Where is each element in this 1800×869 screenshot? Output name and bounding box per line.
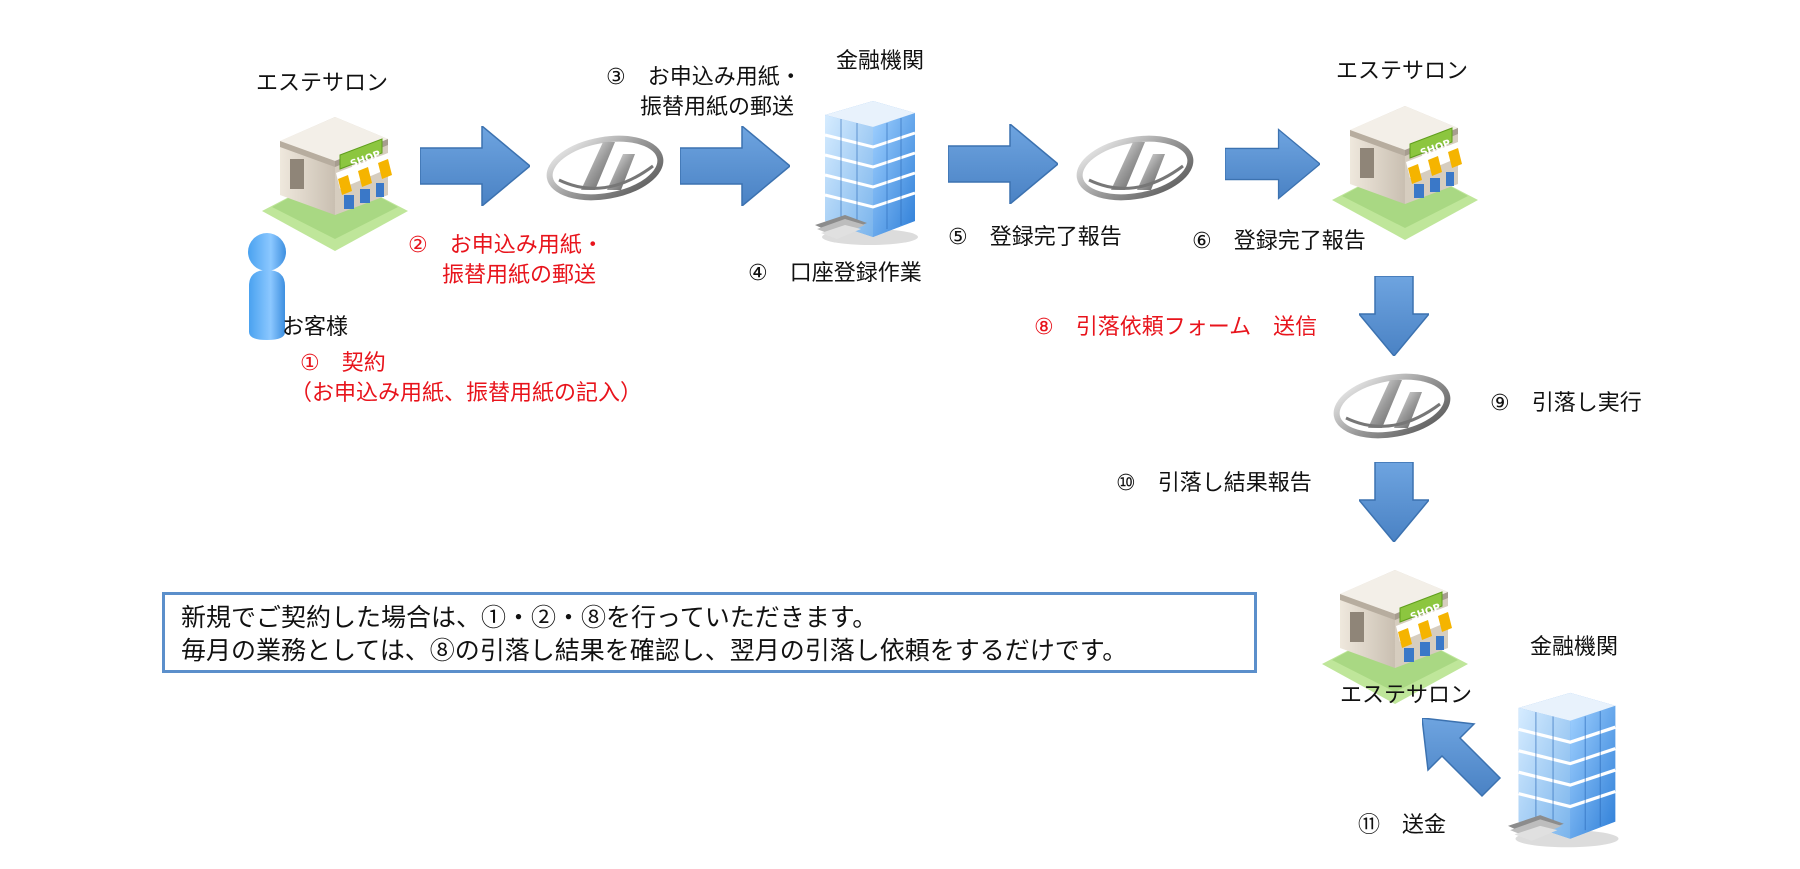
- arrow-down-icon: [1359, 276, 1429, 356]
- step6-label: ⑥ 登録完了報告: [1192, 229, 1366, 254]
- step1-detail-label: （お申込み用紙、振替用紙の記入）: [290, 381, 643, 406]
- step8-label: ⑧ 引落依頼フォーム 送信: [1034, 315, 1318, 340]
- step5-label: ⑤ 登録完了報告: [948, 225, 1122, 250]
- step2-detail-label: 振替用紙の郵送: [442, 263, 597, 288]
- customer-label: お客様: [282, 315, 349, 340]
- arrow-right-icon: [1225, 124, 1320, 204]
- salon-label-3: エステサロン: [1340, 683, 1473, 708]
- note-line-2: 毎月の業務としては、⑧の引落し結果を確認し、翌月の引落し依頼をするだけです。: [181, 636, 1128, 665]
- arrow-down-icon: [1359, 462, 1429, 542]
- step3-detail-label: 振替用紙の郵送: [640, 95, 795, 120]
- agency-logo-icon: [1075, 132, 1195, 204]
- salon-label-1: エステサロン: [256, 71, 389, 96]
- step10-label: ⑩ 引落し結果報告: [1116, 471, 1312, 496]
- bank-label-2: 金融機関: [1530, 635, 1619, 660]
- step2-label: ② お申込み用紙・: [408, 233, 604, 258]
- step4-label: ④ 口座登録作業: [748, 261, 922, 286]
- bank-label-1: 金融機関: [836, 49, 925, 74]
- salon-label-2: エステサロン: [1336, 59, 1469, 84]
- step9-label: ⑨ 引落し実行: [1490, 391, 1642, 416]
- step11-label: ⑪ 送金: [1358, 813, 1447, 838]
- bank-building-icon: [815, 92, 925, 252]
- arrow-right-icon: [420, 126, 530, 206]
- step1-label: ① 契約: [300, 351, 386, 376]
- arrow-right-icon: [680, 126, 790, 206]
- agency-logo-icon: [1332, 370, 1452, 442]
- salon-shop-icon: [1330, 92, 1480, 242]
- step3-label: ③ お申込み用紙・: [606, 65, 802, 90]
- arrow-right-icon: [948, 124, 1058, 204]
- salon-shop-icon: [260, 103, 410, 253]
- arrow-up-left-icon: [1422, 718, 1502, 798]
- agency-logo-icon: [545, 132, 665, 204]
- note-line-1: 新規でご契約した場合は、①・②・⑧を行っていただきます。: [181, 603, 878, 632]
- bank-building-icon: [1508, 685, 1626, 853]
- note-box: 新規でご契約した場合は、①・②・⑧を行っていただきます。 毎月の業務としては、⑧…: [162, 592, 1257, 673]
